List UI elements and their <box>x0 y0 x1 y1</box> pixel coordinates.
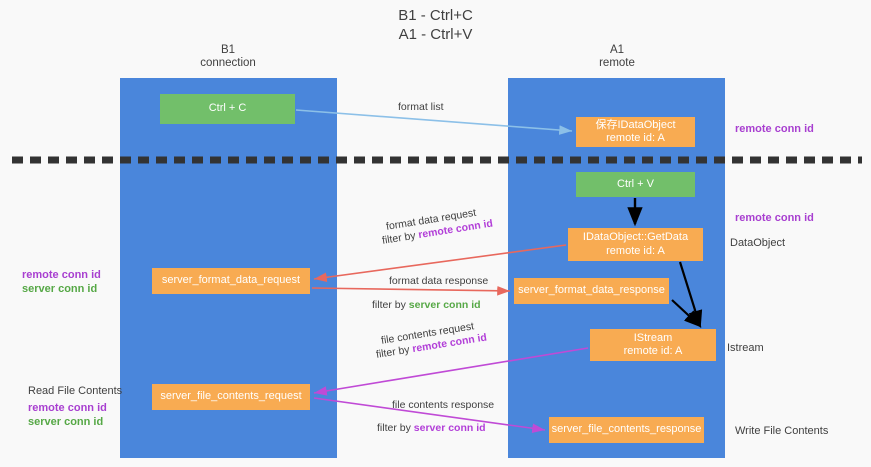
node-ctrl-c-label: Ctrl + C <box>208 102 247 115</box>
side-label-left-server-conn-id-bottom: server conn id <box>28 416 104 428</box>
lane-header-a1: A1 remote <box>599 44 635 69</box>
node-server-file-contents-response-label: server_file_contents_response <box>551 423 702 436</box>
edge-label-format-data-response: format data response <box>389 275 489 287</box>
side-label-remote-conn-id-top: remote conn id <box>735 123 814 135</box>
node-server-file-contents-request[interactable]: server_file_contents_request <box>152 384 310 410</box>
filter-prefix-2: filter by <box>372 299 409 311</box>
node-idataobject-getdata-sub: remote id: A <box>606 244 665 257</box>
node-server-file-contents-response[interactable]: server_file_contents_response <box>549 417 704 443</box>
side-label-write-file-contents: Write File Contents <box>735 425 829 437</box>
node-save-idataobject-label: 保存IDataObject <box>595 118 676 131</box>
node-server-file-contents-request-label: server_file_contents_request <box>160 390 302 403</box>
node-save-idataobject-sub: remote id: A <box>606 132 665 144</box>
filter-prefix-3: filter by <box>375 343 414 361</box>
edge-label-format-data-response-filter: filter by server conn id <box>372 298 481 312</box>
side-label-left-remote-conn-id-mid: remote conn id <box>22 269 101 281</box>
node-idataobject-getdata-label: IDataObject::GetData <box>582 231 689 243</box>
side-label-istream: Istream <box>727 342 764 354</box>
node-ctrl-v-label: Ctrl + V <box>617 177 654 190</box>
node-idataobject-getdata[interactable]: IDataObject::GetData remote id: A <box>568 228 703 261</box>
filter-prefix-4: filter by <box>377 422 414 434</box>
node-server-format-data-request-label: server_format_data_request <box>161 274 301 287</box>
edge-label-file-contents-response-filter: filter by server conn id <box>377 421 486 435</box>
edge-format-data-response <box>311 286 511 296</box>
side-label-read-file-contents: Read File Contents <box>28 385 123 397</box>
filter-key-4: server conn id <box>413 422 486 434</box>
side-label-remote-conn-id-mid: remote conn id <box>735 212 814 224</box>
node-istream[interactable]: IStream remote id: A <box>590 329 716 361</box>
side-label-left-remote-conn-id-bottom: remote conn id <box>28 402 107 414</box>
node-server-format-data-request[interactable]: server_format_data_request <box>152 268 310 294</box>
side-label-left-server-conn-id-mid: server conn id <box>22 283 98 295</box>
filter-key-2: server conn id <box>408 299 481 311</box>
diagram-title: B1 - Ctrl+C A1 - Ctrl+V <box>398 7 473 43</box>
node-server-format-data-response-label: server_format_data_response <box>518 284 665 297</box>
edge-label-format-list: format list <box>398 101 444 113</box>
side-label-dataobject: DataObject <box>730 237 786 249</box>
node-ctrl-c[interactable]: Ctrl + C <box>160 94 295 124</box>
node-istream-sub: remote id: A <box>623 345 683 357</box>
node-server-format-data-response[interactable]: server_format_data_response <box>514 278 669 304</box>
node-save-idataobject[interactable]: 保存IDataObject remote id: A <box>576 117 695 147</box>
node-istream-label: IStream <box>633 331 673 344</box>
lane-header-b1: B1 connection <box>200 44 256 69</box>
node-ctrl-v[interactable]: Ctrl + V <box>576 172 695 197</box>
edge-label-file-contents-response: file contents response <box>392 399 495 411</box>
